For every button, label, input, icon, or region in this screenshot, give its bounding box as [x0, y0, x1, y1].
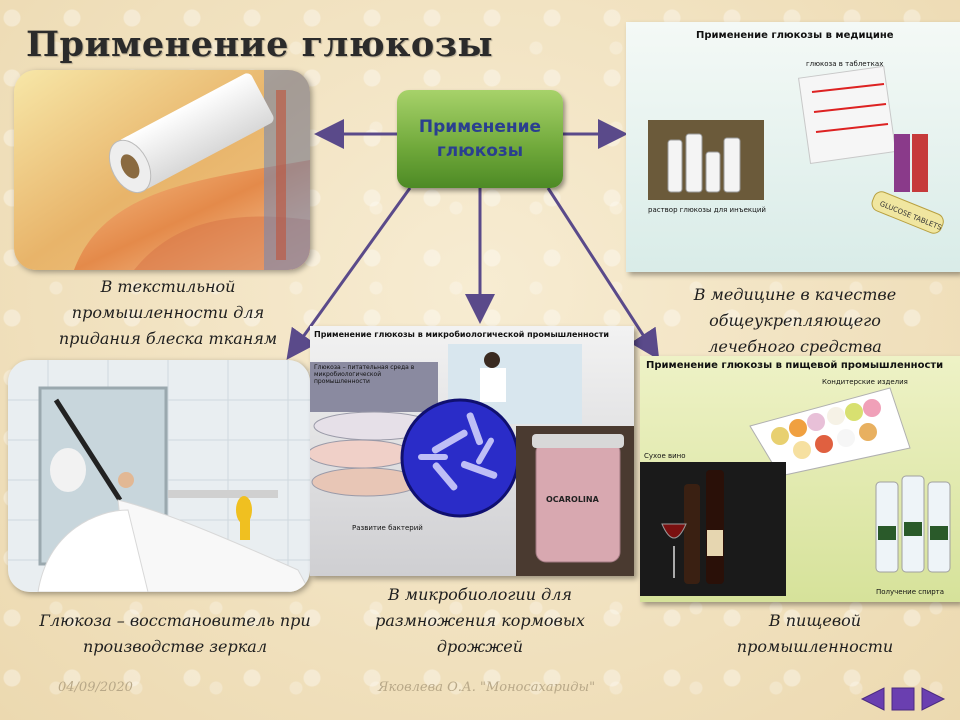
food-panel: Применение глюкозы в пищевой промышленно…	[640, 356, 960, 602]
caption-line: В микробиологии для	[387, 585, 573, 604]
caption-line: В медицине в качестве	[693, 285, 897, 304]
microbio-illustration: OCAROLINA	[310, 344, 634, 576]
caption-line: придания блеска тканям	[58, 329, 278, 348]
caption-line: производстве зеркал	[82, 637, 267, 656]
caption-mirrors: Глюкоза – восстановитель при производств…	[14, 608, 336, 660]
caption-medicine: В медицине в качестве общеукрепляющего л…	[640, 282, 950, 360]
caption-line: В текстильной	[100, 277, 236, 296]
home-slide-button[interactable]	[890, 686, 916, 712]
caption-textile: В текстильной промышленности для придани…	[28, 274, 308, 352]
medicine-panel-title: Применение глюкозы в медицине	[696, 30, 894, 41]
square-icon	[891, 687, 915, 711]
center-label-line2: глюкозы	[436, 141, 524, 161]
caption-line: Глюкоза – восстановитель при	[39, 611, 311, 630]
triangle-left-icon	[860, 687, 885, 711]
arrow-to-food	[546, 187, 660, 361]
tablets-label: глюкоза в таблетках	[806, 60, 884, 68]
wine-label: Сухое вино	[644, 452, 686, 460]
footer-date: 04/09/2020	[58, 680, 133, 695]
caption-line: общеукрепляющего	[709, 311, 881, 330]
medicine-panel: Применение глюкозы в медицине глюкоза в …	[626, 22, 960, 272]
medicine-illustration: GLUCOSE TABLETS	[648, 65, 944, 234]
caption-line: промышленности для	[71, 303, 265, 322]
caption-line: дрожжей	[436, 637, 524, 656]
mirror-photo	[8, 360, 310, 592]
medium-label: Глюкоза – питательная среда в микробиоло…	[314, 364, 415, 385]
next-slide-button[interactable]	[920, 686, 946, 712]
microbio-panel-title: Применение глюкозы в микробиологической …	[314, 330, 609, 339]
caption-line: В пищевой	[768, 611, 862, 630]
caption-food: В пищевой промышленности	[690, 608, 940, 660]
food-panel-title: Применение глюкозы в пищевой промышленно…	[646, 360, 944, 371]
caption-line: промышленности	[736, 637, 894, 656]
confectionery-label: Кондитерские изделия	[822, 378, 908, 386]
food-illustration	[640, 387, 951, 596]
bacteria-label: Развитие бактерий	[352, 524, 423, 532]
microbio-panel: Применение глюкозы в микробиологической …	[310, 326, 634, 576]
caption-line: размножения кормовых	[375, 611, 585, 630]
caption-microbio: В микробиологии для размножения кормовых…	[340, 582, 620, 660]
footer-author: Яковлева О.А. "Моносахариды"	[378, 680, 596, 695]
textile-photo	[14, 70, 310, 270]
triangle-right-icon	[921, 687, 946, 711]
center-topic-box: Применение глюкозы	[397, 90, 563, 188]
prev-slide-button[interactable]	[860, 686, 886, 712]
spirit-label: Получение спирта	[876, 588, 945, 596]
caption-line: лечебного средства	[708, 337, 882, 356]
jar-text: OCAROLINA	[546, 495, 600, 504]
solution-label: раствор глюкозы для инъекций	[648, 206, 766, 214]
center-label-line1: Применение	[418, 117, 542, 137]
slide-title: Применение глюкозы	[26, 24, 494, 65]
